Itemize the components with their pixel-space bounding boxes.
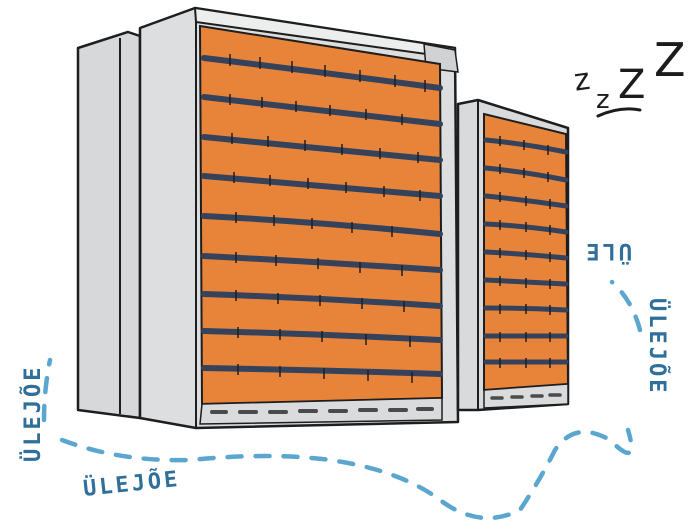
building-left-window-bands: [201, 55, 443, 377]
route-left-stub: [41, 357, 53, 423]
sleep-z-4: Z: [654, 33, 686, 87]
building-right: [456, 98, 570, 412]
dashed-route: [41, 279, 643, 521]
route-label-right: ÜLEJÕE: [644, 298, 670, 395]
route-label-left: ÜLEJÕE: [20, 365, 46, 462]
sleep-underline: [596, 107, 642, 118]
building-left-side-block: [76, 30, 142, 420]
building-left: [76, 6, 460, 430]
route-label-top-mirrored: ÜLE: [583, 238, 632, 264]
sleep-z-3: Z: [618, 62, 645, 108]
route-right-rise: [609, 279, 643, 333]
route-bottom-curve: [59, 427, 634, 521]
sleep-zzz: z z Z Z: [572, 33, 686, 118]
route-label-bottom: ÜLEJÕE: [82, 466, 182, 502]
sleep-z-2: z: [596, 85, 610, 115]
sleep-z-1: z: [572, 62, 592, 99]
